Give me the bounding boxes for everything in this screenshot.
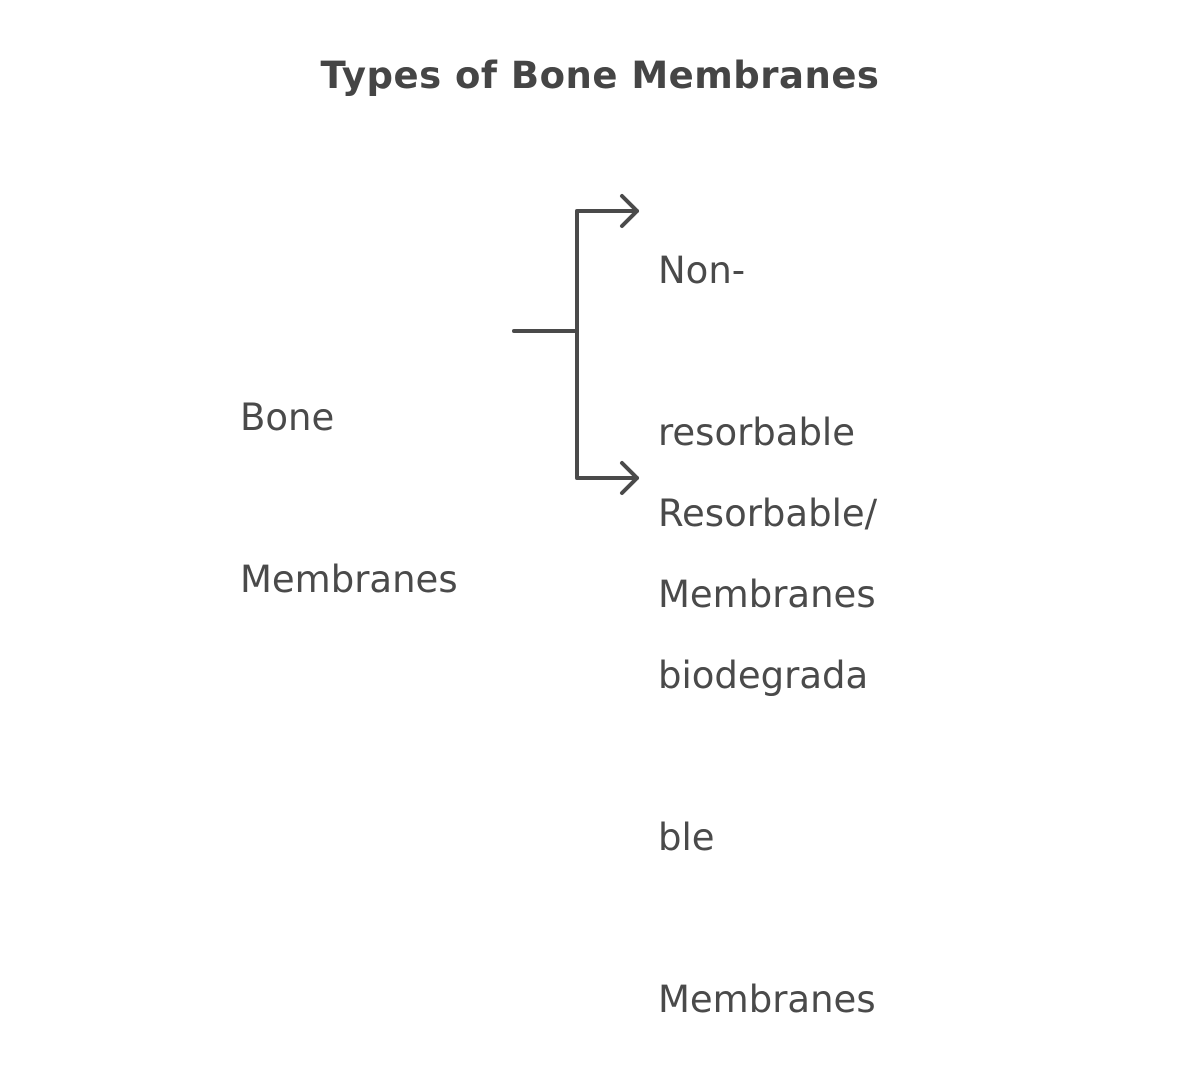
branch-2-line-3: ble <box>658 816 715 859</box>
arrow-head-bottom-icon <box>620 461 639 495</box>
branch-1-line-2: resorbable <box>658 411 855 454</box>
root-label-line-2: Membranes <box>240 558 458 601</box>
root-label-line-1: Bone <box>240 396 335 439</box>
branch-1-line-3: Membranes <box>658 573 876 616</box>
branch-2-line-2: biodegrada <box>658 654 869 697</box>
branch-node-resorbable: Resorbable/ biodegrada ble Membranes <box>658 379 877 1081</box>
diagram-title: Types of Bone Membranes <box>320 54 880 97</box>
connector-lines <box>512 194 639 495</box>
root-node-bone-membranes: Bone Membranes <box>240 283 458 661</box>
branch-bracket-line <box>575 209 639 480</box>
branch-1-line-1: Non- <box>658 249 746 292</box>
branch-2-line-1: Resorbable/ <box>658 492 878 535</box>
branch-2-line-4: Membranes <box>658 978 876 1021</box>
arrow-head-top-icon <box>620 194 639 228</box>
branch-node-non-resorbable: Non- resorbable Membranes <box>658 136 876 676</box>
